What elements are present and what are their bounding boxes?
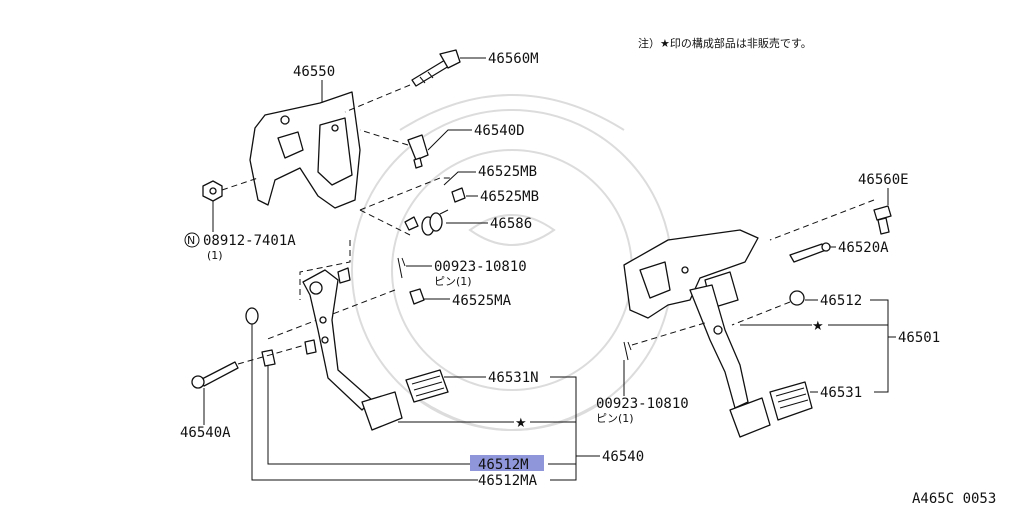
star-marker-right: ★: [812, 319, 824, 334]
bushing-46525MA[interactable]: [409, 288, 425, 305]
label-nut-n: N: [187, 234, 195, 247]
bolt-46560M[interactable]: [411, 49, 461, 87]
label-46586: 46586: [490, 216, 532, 232]
highlight-46512M[interactable]: [470, 455, 544, 471]
label-46512MA: 46512MA: [478, 473, 538, 489]
pin-00923-right[interactable]: [623, 341, 632, 361]
clip-46540D[interactable]: [407, 134, 429, 169]
label-08912-7401A: 08912-7401A: [203, 233, 296, 249]
bolt-46560E[interactable]: [873, 205, 892, 235]
label-46531N: 46531N: [488, 370, 539, 386]
label-46525MA: 46525MA: [452, 293, 512, 309]
label-46501: 46501: [898, 330, 940, 346]
label-46520A: 46520A: [838, 240, 889, 256]
label-pin-right-sub: ピン(1): [596, 412, 634, 425]
figure-code: A465C 0053: [912, 491, 996, 507]
bolt-46520A[interactable]: [789, 242, 831, 263]
nut-08912[interactable]: [202, 180, 223, 202]
label-46550: 46550: [293, 64, 335, 80]
pin-00923-left[interactable]: [397, 257, 406, 279]
bracket-right[interactable]: [623, 229, 759, 319]
bushing-46525MB-1[interactable]: [451, 187, 466, 203]
star-marker-left: ★: [515, 416, 527, 431]
bracket-46550[interactable]: [249, 91, 361, 209]
bush-left-small[interactable]: [245, 307, 317, 367]
label-46540D: 46540D: [474, 123, 525, 139]
label-pin-left-sub: ピン(1): [434, 275, 472, 288]
label-46560M: 46560M: [488, 51, 539, 67]
pedal-arm-right[interactable]: [689, 284, 749, 409]
pedal-pad-left[interactable]: [361, 369, 449, 431]
bush-46512[interactable]: [789, 290, 805, 306]
pedal-pad-right[interactable]: [729, 381, 813, 438]
label-46531: 46531: [820, 385, 862, 401]
spring-46586[interactable]: [404, 209, 449, 236]
label-46525MB-1: 46525MB: [478, 164, 537, 180]
label-46560E: 46560E: [858, 172, 909, 188]
pedal-arm-left[interactable]: [302, 267, 373, 411]
label-nut-qty: (1): [207, 249, 223, 262]
bolt-46540A[interactable]: [191, 361, 239, 389]
label-00923-left: 00923-10810: [434, 259, 527, 275]
label-46525MB-2: 46525MB: [480, 189, 539, 205]
label-46540: 46540: [602, 449, 644, 465]
label-46540A: 46540A: [180, 425, 231, 441]
label-46512: 46512: [820, 293, 862, 309]
label-46512M[interactable]: 46512M: [478, 457, 529, 473]
note-text: 注）★印の構成部品は非販売です。: [638, 36, 812, 50]
label-00923-right: 00923-10810: [596, 396, 689, 412]
